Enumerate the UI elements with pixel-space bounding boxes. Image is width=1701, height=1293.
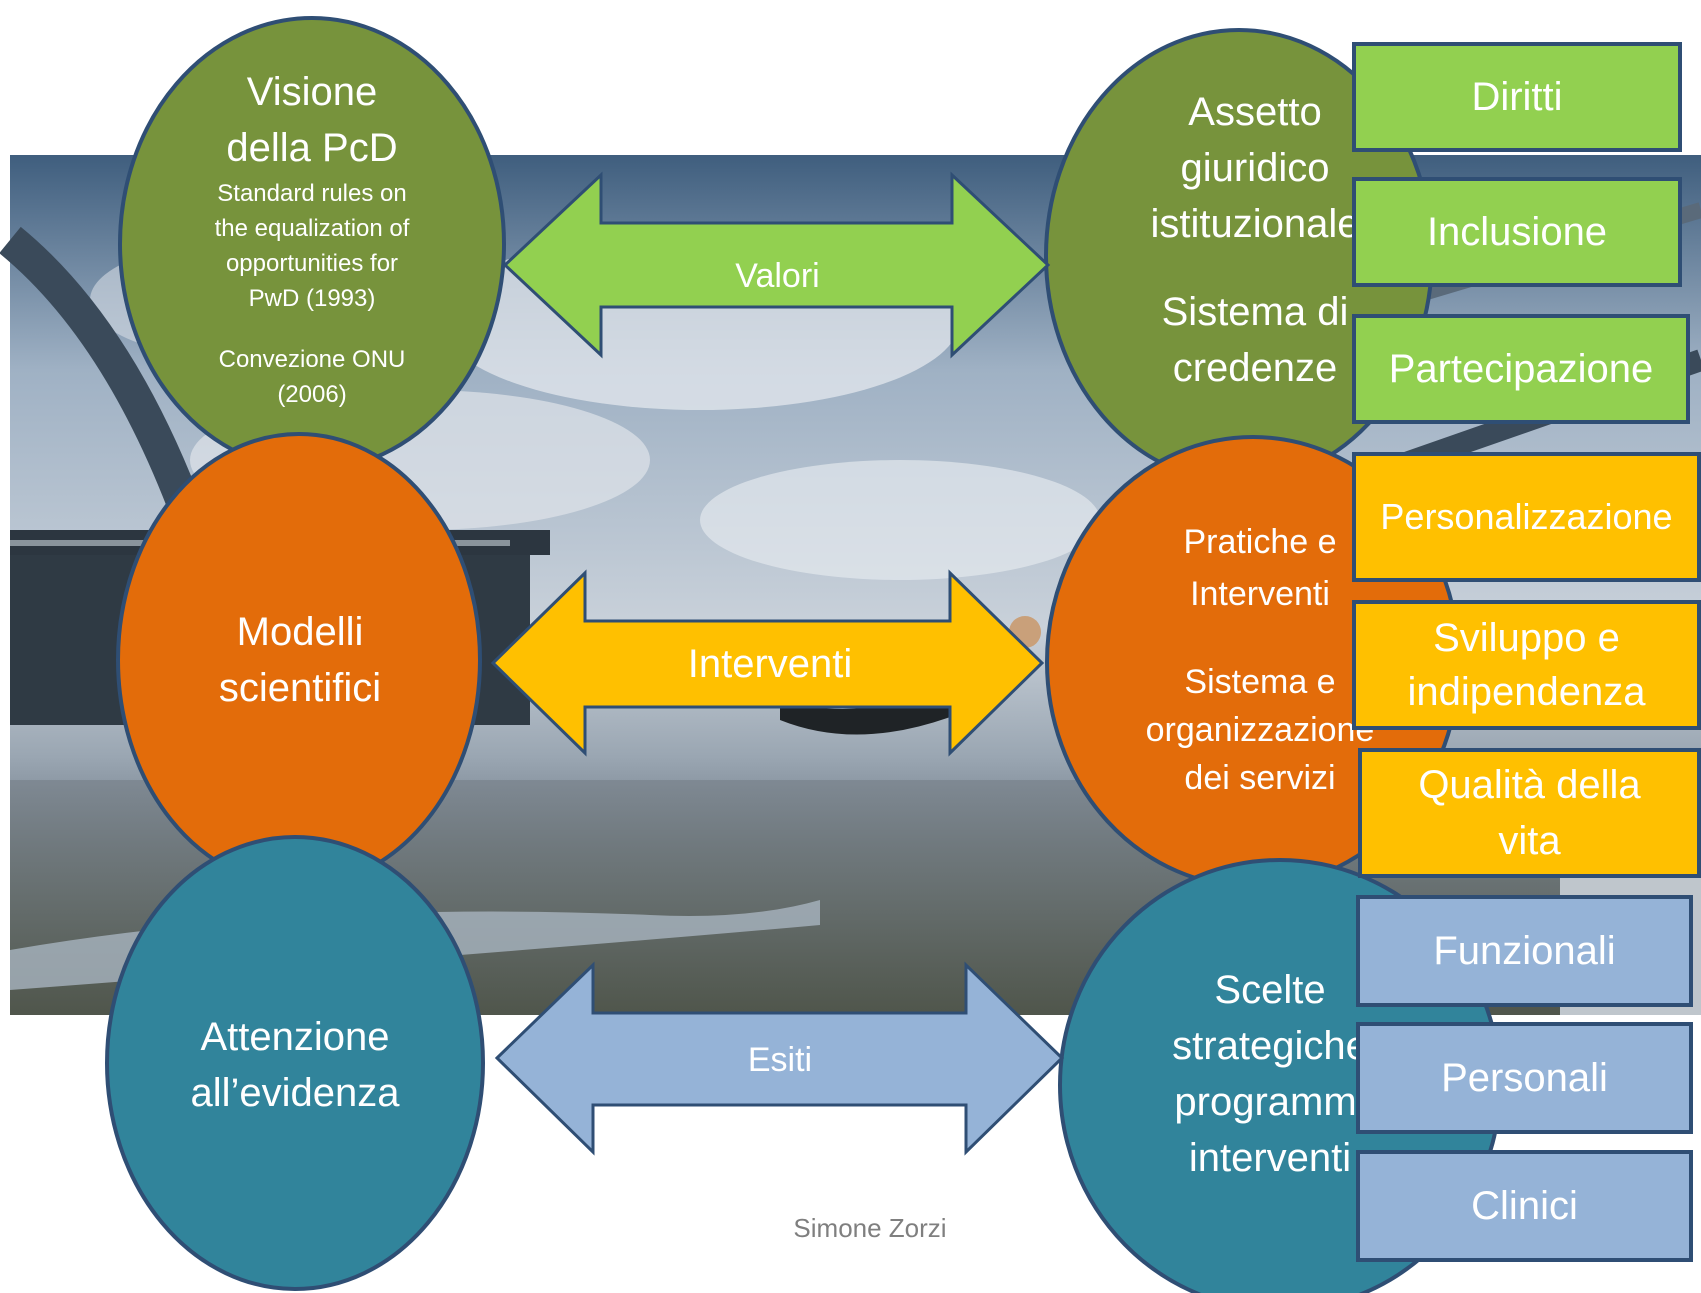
box-qualita-label: Qualità della vita bbox=[1418, 763, 1641, 863]
author-footer: Simone Zorzi bbox=[793, 1213, 947, 1243]
box-qualita: Qualità della vita bbox=[1358, 748, 1701, 878]
vision-note2-line-1: Convezione ONU bbox=[218, 346, 406, 373]
choices-line-2: strategiche bbox=[1172, 1024, 1368, 1068]
vision-note-line-3: opportunities for bbox=[225, 250, 399, 277]
vision-note-line-1: Standard rules on bbox=[217, 180, 407, 207]
box-personalizzazione: Personalizzazione bbox=[1352, 452, 1701, 582]
interventions-arrow-label: Interventi bbox=[687, 641, 853, 686]
outcomes-double-arrow bbox=[494, 961, 1065, 1156]
vision-title-line-2: della PcD bbox=[226, 126, 398, 170]
interventions-left-label: Modelli scientifici bbox=[150, 580, 450, 740]
values-right-label: Assetto giuridico istituzionale Sistema … bbox=[1110, 84, 1400, 434]
evidence-line-2: all’evidenza bbox=[190, 1071, 400, 1115]
models-line-1: Modelli bbox=[236, 610, 364, 654]
box-personali: Personali bbox=[1356, 1022, 1693, 1134]
practices-line-2: Interventi bbox=[1190, 575, 1330, 613]
box-funzionali: Funzionali bbox=[1356, 895, 1693, 1007]
box-inclusione: Inclusione bbox=[1352, 177, 1682, 287]
models-line-2: scientifici bbox=[218, 666, 382, 710]
values-left-label: Visione della PcD Standard rules on the … bbox=[150, 64, 474, 434]
values-double-arrow bbox=[502, 171, 1051, 359]
outcomes-left-ellipse bbox=[105, 835, 485, 1291]
box-partecipazione: Partecipazione bbox=[1352, 314, 1690, 424]
beliefs-line-2: credenze bbox=[1172, 346, 1338, 390]
services-line-3: dei servizi bbox=[1184, 759, 1336, 797]
outcomes-right-label: Scelte strategiche programmi interventi bbox=[1120, 962, 1420, 1192]
outcomes-left-label: Attenzione all’evidenza bbox=[145, 1005, 445, 1125]
practices-line-1: Pratiche e bbox=[1183, 523, 1337, 561]
interventions-double-arrow bbox=[490, 569, 1045, 757]
beliefs-line-1: Sistema di bbox=[1161, 290, 1349, 334]
vision-title-line-1: Visione bbox=[246, 70, 378, 114]
box-diritti: Diritti bbox=[1352, 42, 1682, 152]
evidence-line-1: Attenzione bbox=[200, 1015, 390, 1059]
legal-line-2: giuridico bbox=[1180, 146, 1330, 190]
choices-line-4: interventi bbox=[1188, 1136, 1352, 1180]
services-line-1: Sistema e bbox=[1184, 663, 1336, 701]
interventions-right-label: Pratiche e Interventi Sistema e organizz… bbox=[1110, 516, 1410, 826]
box-clinici: Clinici bbox=[1356, 1150, 1693, 1262]
choices-line-1: Scelte bbox=[1214, 968, 1326, 1012]
legal-line-3: istituzionale bbox=[1150, 202, 1360, 246]
legal-line-1: Assetto bbox=[1188, 90, 1322, 134]
box-sviluppo-label: Sviluppo e indipendenza bbox=[1407, 616, 1646, 714]
services-line-2: organizzazione bbox=[1145, 711, 1375, 749]
outcomes-arrow-label: Esiti bbox=[747, 1040, 813, 1079]
values-arrow-label: Valori bbox=[735, 256, 820, 295]
vision-note-line-2: the equalization of bbox=[214, 215, 410, 242]
choices-line-3: programmi bbox=[1174, 1080, 1366, 1124]
vision-note-line-4: PwD (1993) bbox=[248, 285, 376, 312]
vision-note2-line-2: (2006) bbox=[277, 381, 347, 408]
box-sviluppo: Sviluppo e indipendenza bbox=[1352, 600, 1701, 730]
